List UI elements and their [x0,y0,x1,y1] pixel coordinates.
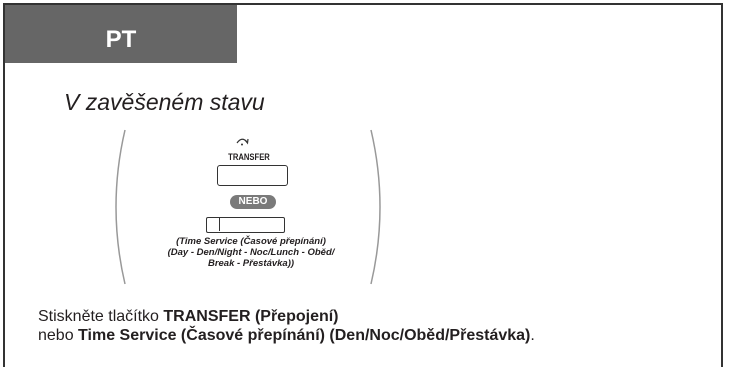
instruction-text: Stiskněte tlačítko TRANSFER (Přepojení) … [38,307,535,345]
pt-tab: PT [5,5,237,63]
instruction-line-2-bold: Time Service (Časové přepínání) (Den/Noc… [78,327,531,344]
time-service-button[interactable] [206,217,285,233]
time-service-caption-line-3: Break - Přestávka)) [207,258,295,269]
time-service-caption-line-1: (Time Service (Časové přepínání) [176,236,326,247]
instruction-panel: PT V zavěšeném stavu TRANSFER NEBO (Time… [3,3,723,367]
right-paren [370,129,381,285]
time-service-button-divider [219,218,220,231]
time-service-caption: (Time Service (Časové přepínání) (Day - … [117,236,385,269]
left-paren [115,129,126,285]
transfer-label: TRANSFER [228,152,270,162]
instruction-line-1-bold: TRANSFER (Přepojení) [163,308,339,325]
transfer-button[interactable] [217,165,288,186]
parentheses-graphic [115,129,381,285]
button-figure: TRANSFER NEBO (Time Service (Časové přep… [109,122,389,292]
pt-tab-label: PT [105,26,137,53]
instruction-line-2-suffix: . [530,327,535,344]
state-label: V zavěšeném stavu [64,89,265,115]
nebo-badge: NEBO [230,195,276,209]
transfer-arrow-icon [236,138,249,146]
instruction-line-2-prefix: nebo [38,327,79,344]
instruction-line-2: nebo Time Service (Časové přepínání) (De… [38,326,535,345]
time-service-caption-line-2: (Day - Den/Night - Noc/Lunch - Oběd/ [167,247,335,258]
instruction-line-1: Stiskněte tlačítko TRANSFER (Přepojení) [38,307,535,326]
instruction-line-1-prefix: Stiskněte tlačítko [38,308,164,325]
